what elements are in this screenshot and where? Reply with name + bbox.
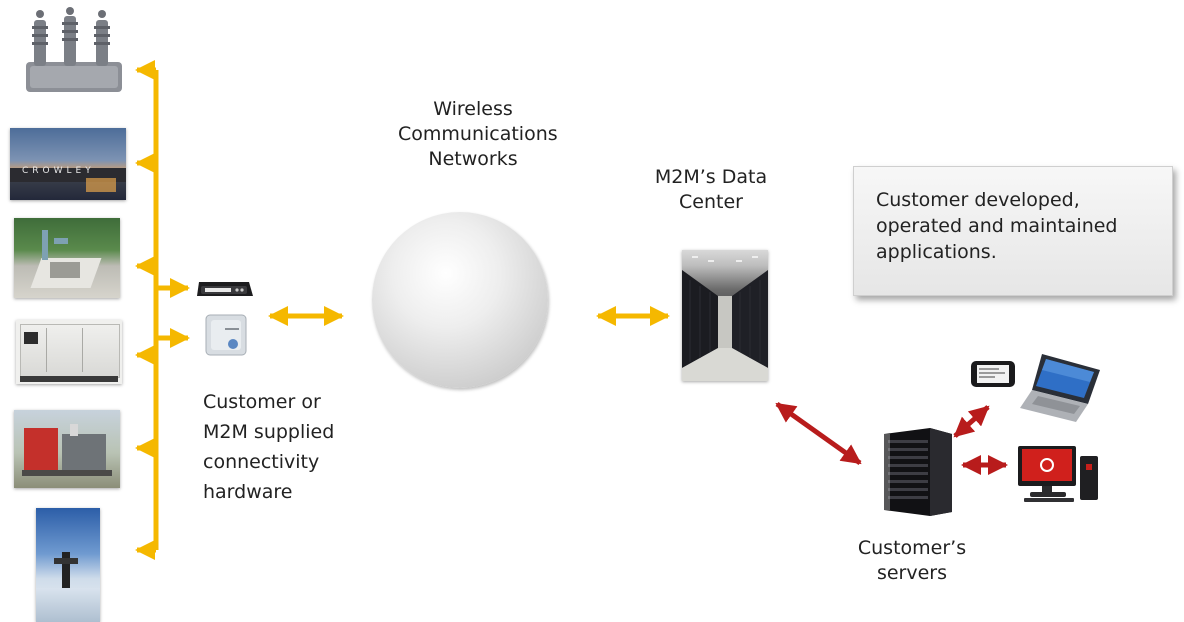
wireless-networks-label: Wireless Communications Networks [398, 98, 558, 170]
oil-well-photo [36, 508, 100, 622]
pump-skid-photo [14, 410, 120, 488]
laptop-icon [1018, 350, 1102, 424]
barge-photo: CROWLEY [10, 128, 126, 200]
recloser-icon [20, 6, 126, 102]
server-rack-icon [880, 428, 956, 516]
server-aisle-photo [682, 250, 768, 381]
applications-callout: Customer developed, operated and maintai… [853, 166, 1173, 296]
desktop-computer-icon [1016, 444, 1102, 504]
modem-device-icon [195, 276, 255, 302]
customer-servers-label: Customer’s servers [857, 537, 967, 584]
servers-tablet-arrow [953, 405, 990, 438]
enclosure-device-icon [203, 312, 249, 358]
wellhead-site-photo [14, 218, 120, 298]
tablet-icon [970, 360, 1016, 388]
datacenter-servers-arrow [775, 401, 862, 466]
data-center-label: M2M’s Data Center [654, 166, 768, 213]
generator-photo [16, 320, 122, 384]
network-sphere [372, 212, 548, 388]
hardware-label: Customer or M2M supplied connectivity ha… [203, 391, 335, 503]
barge-logo-text: CROWLEY [22, 166, 95, 176]
